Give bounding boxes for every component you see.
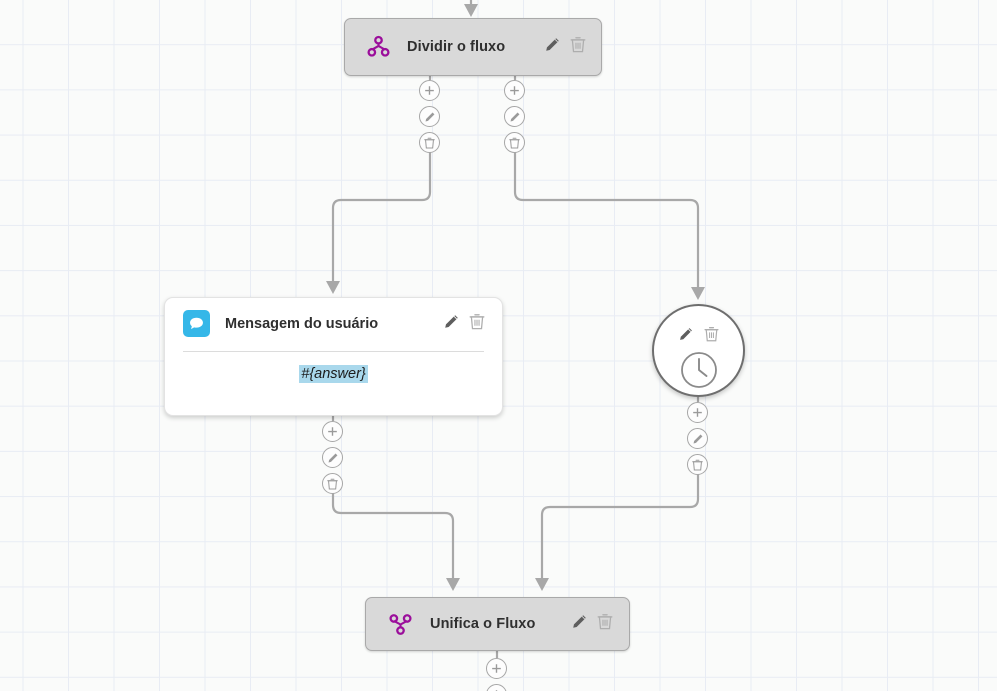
node-message-divider: [183, 351, 484, 352]
trash-icon[interactable]: [570, 36, 586, 58]
edge-add-button[interactable]: [322, 421, 343, 442]
edge-edit-button[interactable]: [419, 106, 440, 127]
trash-icon[interactable]: [704, 326, 719, 347]
edge-delete-button[interactable]: [504, 132, 525, 153]
edge-in-to-split: [464, 0, 478, 17]
edge-delay-to-merge: [535, 470, 700, 591]
pencil-icon: [328, 453, 337, 462]
edge-split-to-delay: [513, 148, 705, 300]
edge-buttons-delay-out: [687, 402, 708, 475]
node-message-title: Mensagem do usuário: [225, 315, 379, 332]
edge-add-button[interactable]: [486, 658, 507, 679]
node-delay[interactable]: [652, 304, 745, 397]
trash-icon: [424, 137, 435, 149]
plus-icon: [492, 664, 501, 673]
split-flow-icon: [366, 35, 391, 60]
edge-add-button[interactable]: [486, 684, 507, 691]
edge-buttons-message-out: [322, 421, 343, 494]
pencil-icon[interactable]: [678, 326, 694, 347]
plus-icon: [328, 427, 337, 436]
edge-edit-button[interactable]: [322, 447, 343, 468]
node-merge-title: Unifica o Fluxo: [430, 616, 536, 632]
pencil-icon: [510, 112, 519, 121]
edge-delete-button[interactable]: [419, 132, 440, 153]
node-delay-tools: [654, 326, 743, 347]
node-split-tools: [544, 36, 586, 58]
chat-bubble-icon: [183, 310, 210, 337]
pencil-icon: [693, 434, 702, 443]
node-split-flow[interactable]: Dividir o fluxo: [344, 18, 602, 76]
trash-icon[interactable]: [597, 613, 613, 635]
node-user-message[interactable]: Mensagem do usuário: [164, 297, 503, 416]
clock-icon: [654, 350, 743, 390]
merge-flow-icon: [388, 612, 413, 637]
message-variable-token: #{answer}: [299, 365, 368, 383]
plus-icon: [693, 408, 702, 417]
node-merge-tools: [571, 613, 613, 635]
edge-add-button[interactable]: [687, 402, 708, 423]
edge-add-button[interactable]: [419, 80, 440, 101]
edge-edit-button[interactable]: [504, 106, 525, 127]
node-split-title: Dividir o fluxo: [407, 39, 506, 55]
plus-icon: [510, 86, 519, 95]
edge-buttons-merge-out: [486, 658, 507, 691]
pencil-icon[interactable]: [443, 313, 460, 335]
edge-buttons-split-out-left: [419, 80, 440, 153]
edge-edit-button[interactable]: [687, 428, 708, 449]
trash-icon: [327, 478, 338, 490]
trash-icon: [509, 137, 520, 149]
node-message-body: #{answer}: [165, 352, 502, 401]
trash-icon[interactable]: [469, 313, 485, 335]
pencil-icon[interactable]: [544, 36, 561, 58]
trash-icon: [692, 459, 703, 471]
edge-delete-button[interactable]: [687, 454, 708, 475]
node-message-header: Mensagem do usuário: [165, 298, 502, 337]
edge-delete-button[interactable]: [322, 473, 343, 494]
edge-message-to-merge: [331, 489, 460, 591]
node-message-tools: [443, 313, 485, 335]
node-merge-flow[interactable]: Unifica o Fluxo: [365, 597, 630, 651]
edge-buttons-split-out-right: [504, 80, 525, 153]
pencil-icon[interactable]: [571, 613, 588, 635]
pencil-icon: [425, 112, 434, 121]
edge-add-button[interactable]: [504, 80, 525, 101]
plus-icon: [425, 86, 434, 95]
edge-split-to-message: [326, 148, 432, 294]
